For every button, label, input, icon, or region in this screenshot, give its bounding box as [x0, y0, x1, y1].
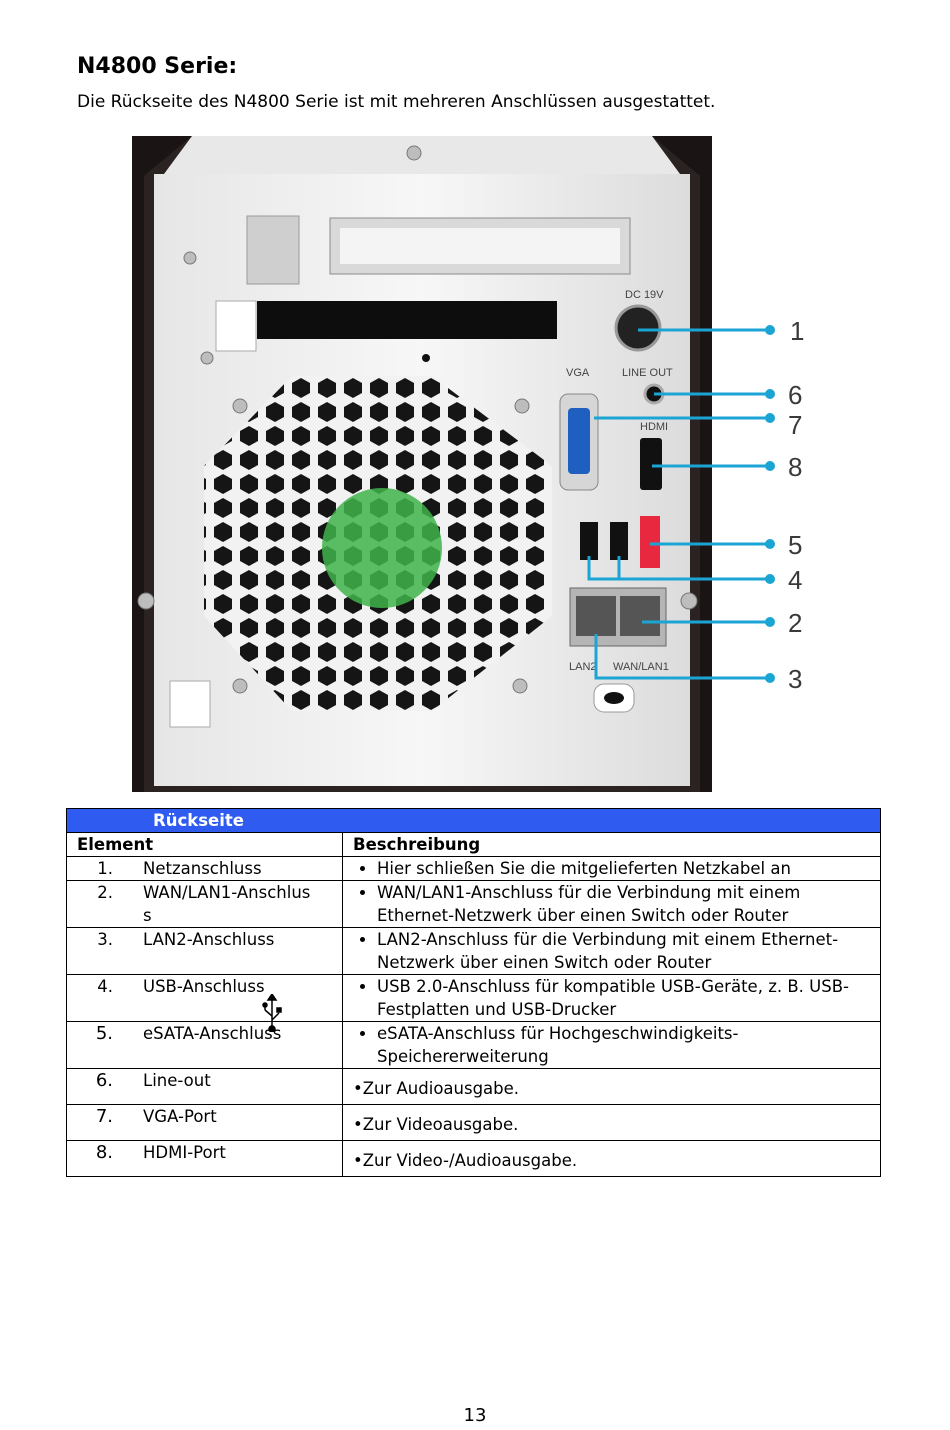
table-row: 3. LAN2-Anschluss LAN2-Anschluss für die … [66, 927, 881, 975]
esata-port [640, 516, 660, 568]
element-name: Netzanschluss [143, 859, 262, 878]
column-header-element: Element [66, 832, 343, 857]
row-number: 1. [97, 859, 113, 878]
row-number: 7. [95, 1106, 113, 1127]
table-section-header: Rückseite [66, 808, 881, 833]
callout-8: 8 [788, 452, 802, 482]
element-name: WAN/LAN1-Anschluss [143, 883, 311, 925]
rear-panel-table: Rückseite Element Beschreibung 1. Netzans… [66, 808, 881, 1177]
page-number: 13 [463, 1405, 487, 1426]
row-number: 8. [95, 1142, 113, 1163]
nas-rear-panel-photo: DC 19V VGA LINE OUT HDMI LAN2 WAN/LAN1 1… [132, 136, 804, 792]
fan-hub [322, 488, 442, 608]
table-row: 6. Line-out •Zur Audioausgabe. [66, 1068, 881, 1105]
table-row: 1. Netzanschluss Hier schließen Sie die m… [66, 856, 881, 881]
row-number: 3. [97, 930, 113, 949]
callout-6: 6 [788, 380, 802, 410]
element-description: USB 2.0-Anschluss für kompatible USB-Ger… [377, 975, 870, 1021]
row-number: 2. [97, 883, 113, 902]
callout-7: 7 [788, 410, 802, 440]
callout-4: 4 [788, 565, 802, 595]
element-name: Line-out [143, 1071, 211, 1090]
page-title: N4800 Serie: [77, 54, 238, 79]
callout-3: 3 [788, 664, 802, 694]
hdmi-label: HDMI [640, 421, 668, 433]
intro-text: Die Rückseite des N4800 Serie ist mit me… [77, 92, 716, 112]
table-row: 7. VGA-Port •Zur Videoausgabe. [66, 1104, 881, 1141]
table-row: 5. eSATA-Anschluss eSATA-Anschluss für Ho… [66, 1021, 881, 1069]
callout-1: 1 [790, 316, 804, 346]
row-number: 5. [95, 1023, 113, 1044]
row-number: 4. [97, 977, 113, 996]
row-number: 6. [95, 1070, 113, 1091]
element-description: •Zur Videoausgabe. [353, 1115, 519, 1134]
element-description: LAN2-Anschluss für die Verbindung mit ei… [377, 928, 870, 974]
element-description: WAN/LAN1-Anschluss für die Verbindung mi… [377, 881, 870, 927]
element-description: •Zur Audioausgabe. [353, 1079, 520, 1098]
dc-in-port [614, 304, 662, 352]
section-title: Rückseite [66, 808, 881, 833]
dc-label: DC 19V [625, 289, 664, 301]
line-out-label: LINE OUT [622, 367, 673, 379]
column-header-description: Beschreibung [342, 832, 881, 857]
table-row: 4. USB-Anschluss USB 2.0-Anschluss für ko… [66, 974, 881, 1032]
vga-label: VGA [566, 367, 590, 379]
element-name: VGA-Port [143, 1107, 217, 1126]
table-row: 2. WAN/LAN1-Anschluss WAN/LAN1-Anschluss … [66, 880, 881, 928]
callout-2: 2 [788, 608, 802, 638]
vga-port [568, 408, 590, 474]
element-name: USB-Anschluss [143, 977, 265, 996]
element-description: eSATA-Anschluss für Hochgeschwindigkeits… [377, 1022, 870, 1068]
element-description: Hier schließen Sie die mitgelieferten Ne… [377, 857, 870, 880]
element-name: eSATA-Anschluss [143, 1024, 282, 1043]
element-name: HDMI-Port [143, 1143, 226, 1162]
expansion-slot [257, 301, 557, 339]
callout-lines [587, 328, 770, 680]
hdmi-port [640, 438, 662, 490]
wan-lan1-label: WAN/LAN1 [613, 661, 669, 673]
usb-port-2 [610, 522, 628, 560]
table-row: 8. HDMI-Port •Zur Video-/Audioausgabe. [66, 1140, 881, 1177]
wan-lan1-port [620, 596, 660, 636]
callout-5: 5 [788, 530, 802, 560]
element-description: •Zur Video-/Audioausgabe. [353, 1151, 578, 1170]
lan2-port [576, 596, 616, 636]
table-column-headers: Element Beschreibung [66, 832, 881, 857]
lan2-label: LAN2 [569, 661, 597, 673]
element-name: LAN2-Anschluss [143, 930, 275, 949]
usb-port-1 [580, 522, 598, 560]
